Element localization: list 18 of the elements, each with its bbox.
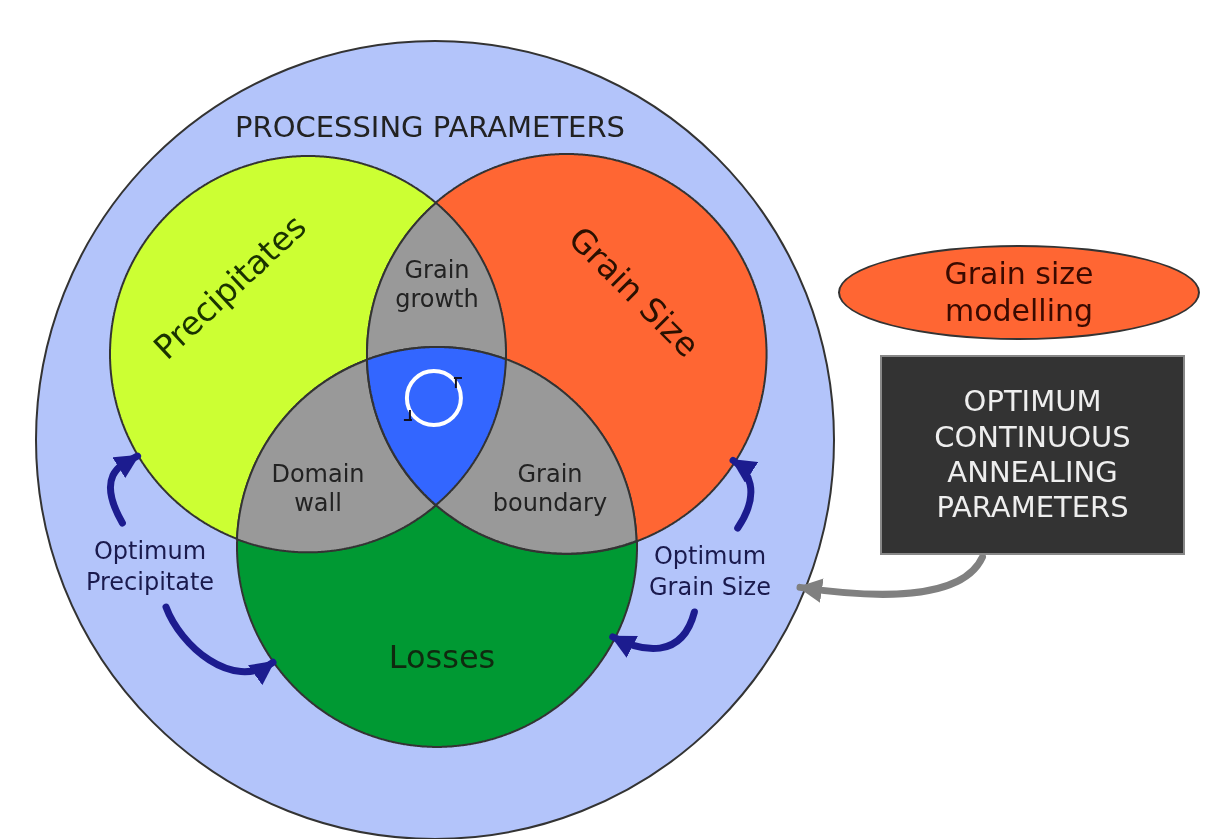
region-label: Grain growth (394, 256, 480, 314)
overlap-region (367, 203, 506, 360)
curved-arrow (796, 553, 986, 603)
circle-heading: PROCESSING PARAMETERS (235, 109, 625, 145)
region-label: Grain boundary (491, 460, 609, 518)
overlap-region (237, 359, 436, 552)
curved-arrow (107, 452, 142, 527)
curved-arrow (729, 456, 759, 532)
circle-label: Losses (388, 637, 496, 677)
annotation-text: Optimum Grain Size (620, 532, 800, 612)
region-label: Domain wall (270, 460, 366, 518)
label-panel (880, 355, 1185, 555)
curved-arrow (609, 608, 698, 658)
panel-label: OPTIMUM CONTINUOUS ANNEALING PARAMETERS (933, 384, 1132, 526)
overlap-region (436, 359, 637, 554)
curved-arrow (162, 603, 277, 684)
oval-label: Grain size modelling (943, 255, 1095, 330)
annotation-text: Optimum Precipitate (64, 527, 236, 607)
